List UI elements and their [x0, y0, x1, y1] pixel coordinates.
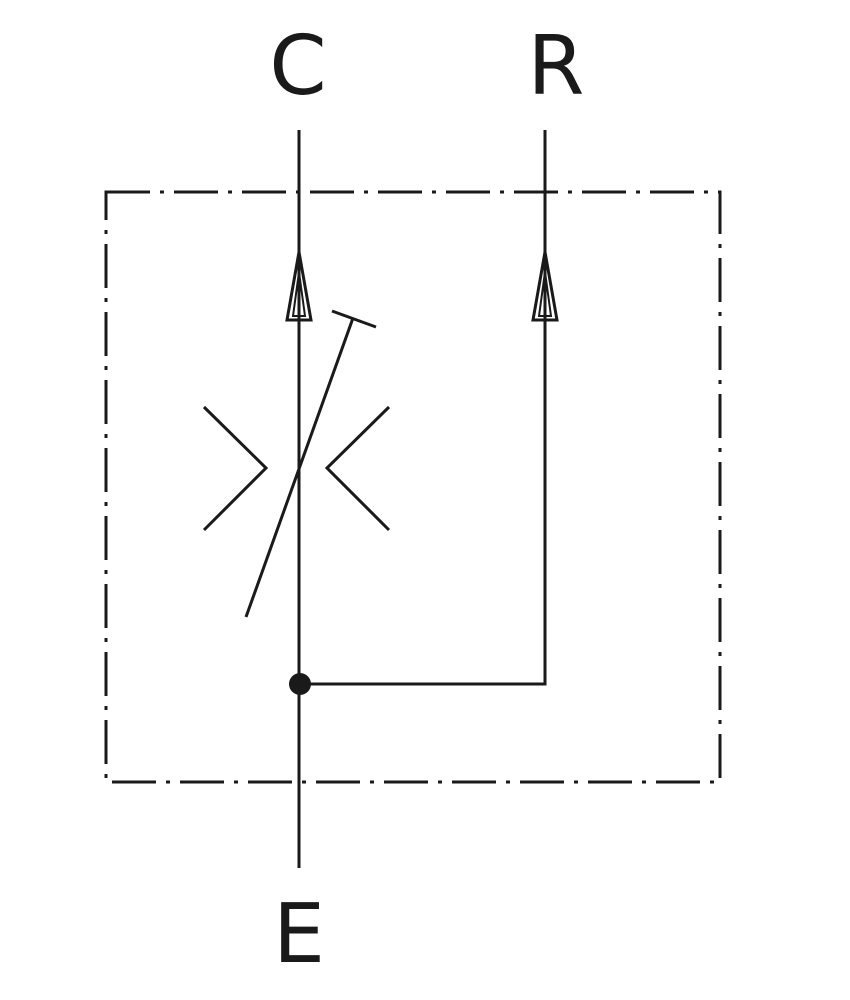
enclosure-boundary — [104, 190, 722, 784]
port-label-c: C — [269, 19, 326, 114]
junction-dot-icon — [289, 673, 311, 695]
flow-arrow-up-icon — [285, 251, 313, 322]
adjustable-tbar-icon — [331, 309, 377, 329]
throttle-left-chevron — [202, 405, 269, 532]
flow-arrow-up-icon — [531, 251, 559, 322]
throttle-right-chevron — [324, 405, 391, 532]
port-label-e: E — [273, 887, 325, 982]
port-label-r: R — [528, 19, 585, 114]
adjustable-diagonal-icon — [244, 317, 355, 618]
bypass-flow-line — [299, 130, 547, 686]
